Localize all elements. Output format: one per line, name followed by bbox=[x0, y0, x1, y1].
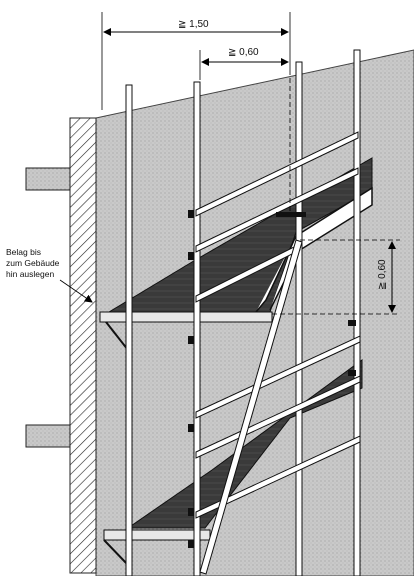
dim-label-side-protection: ≧ 0,60 bbox=[377, 259, 388, 290]
diagonal-brace bbox=[199, 239, 303, 575]
coupler bbox=[276, 212, 306, 217]
coupler bbox=[348, 320, 356, 326]
wall-section bbox=[69, 117, 97, 574]
coupler bbox=[188, 336, 194, 344]
lower-deck bbox=[126, 359, 363, 529]
bottom-ledger bbox=[195, 435, 361, 519]
upper-guardrail bbox=[195, 131, 359, 217]
floor-slab-upper bbox=[25, 167, 71, 191]
coupler bbox=[188, 424, 194, 432]
upper-midrail bbox=[195, 167, 359, 253]
floor-slab-lower bbox=[25, 424, 71, 448]
standard-inner-left bbox=[125, 84, 133, 576]
standard-outer-left bbox=[193, 81, 201, 576]
lower-midrail bbox=[195, 375, 361, 459]
coupler bbox=[188, 252, 194, 260]
annotation-leader bbox=[59, 279, 93, 303]
coupler bbox=[188, 210, 194, 218]
standard-outer-right bbox=[353, 49, 361, 576]
annotation-line-2: zum Gebäude bbox=[6, 258, 60, 268]
standard-inner-right bbox=[295, 61, 303, 576]
coupler bbox=[348, 370, 356, 376]
lower-guardrail bbox=[195, 335, 361, 419]
coupler bbox=[188, 540, 194, 548]
dim-label-console-width: ≧ 0,60 bbox=[228, 47, 259, 58]
annotation-line-1: Belag bis bbox=[6, 247, 41, 257]
dim-label-bay-width: ≧ 1,50 bbox=[178, 19, 209, 30]
coupler bbox=[188, 508, 194, 516]
annotation-line-3: hin auslegen bbox=[6, 269, 54, 279]
